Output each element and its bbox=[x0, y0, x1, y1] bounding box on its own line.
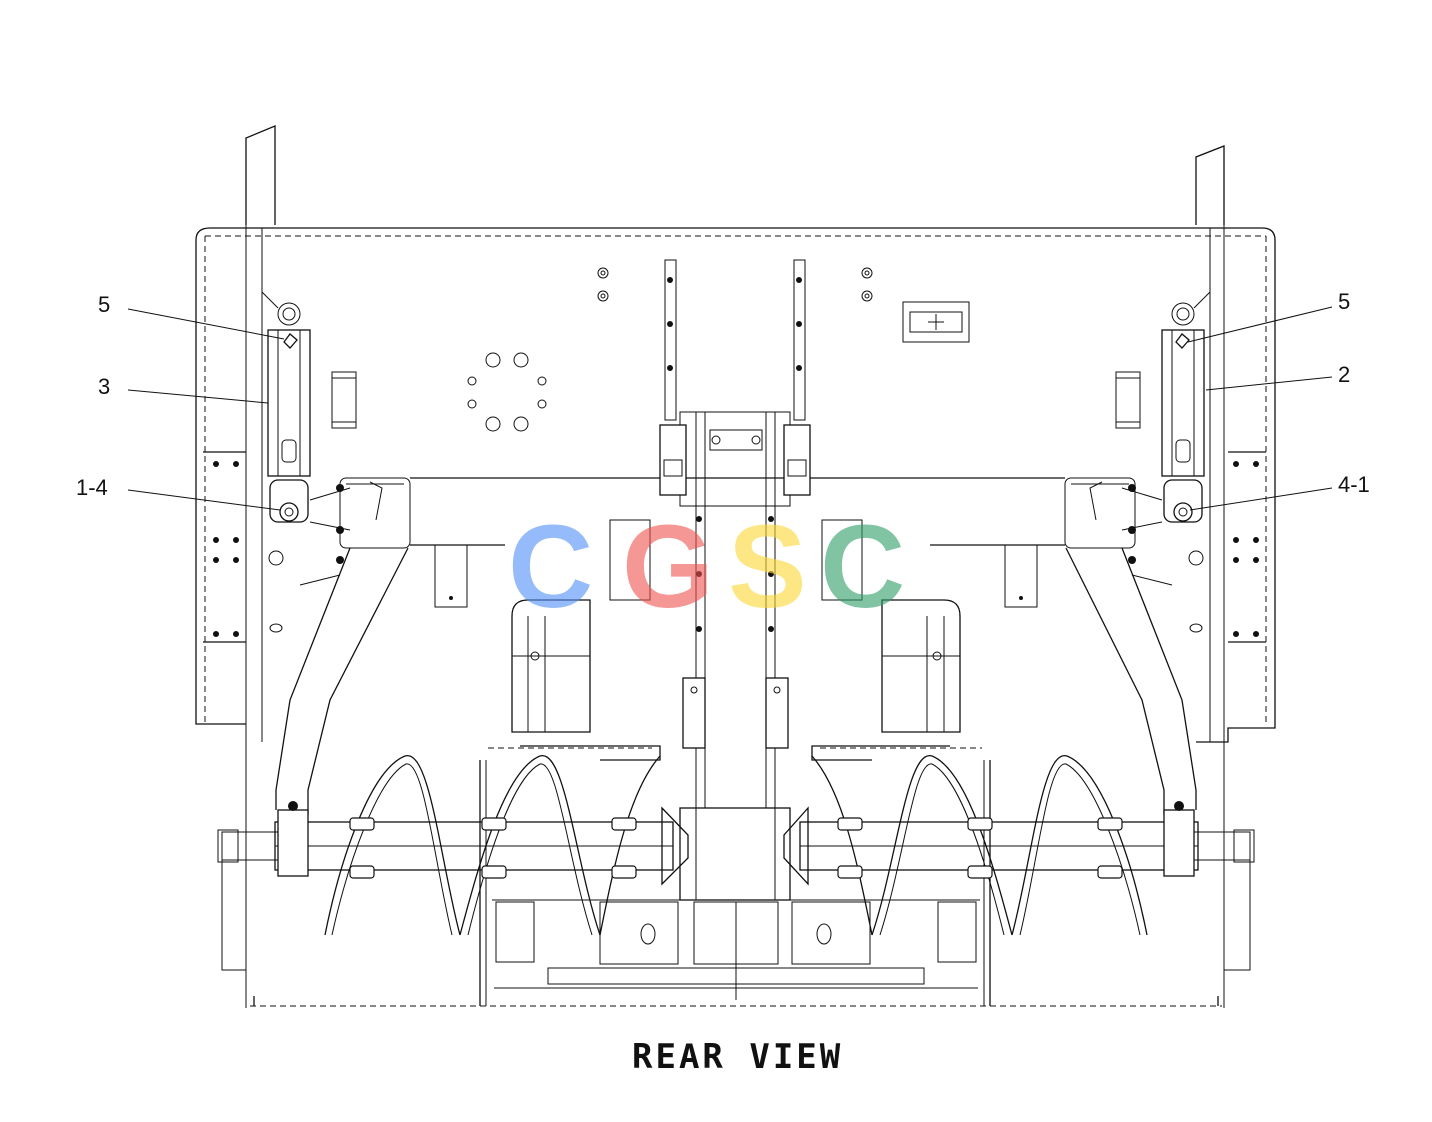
right-side-assembly bbox=[1064, 291, 1266, 815]
main-frame bbox=[195, 125, 1276, 1008]
left-side-assembly bbox=[203, 291, 411, 815]
callout-2-right: 2 bbox=[1338, 362, 1350, 387]
watermark-letter-s: S bbox=[728, 501, 807, 633]
callout-1-4-left: 1-4 bbox=[76, 475, 108, 500]
auger-assembly bbox=[217, 745, 1255, 1006]
lower-hoppers bbox=[511, 599, 961, 733]
watermark-letter-c2: C bbox=[820, 501, 905, 633]
watermark-letter-g: G bbox=[622, 501, 714, 633]
centre-column bbox=[434, 259, 1038, 808]
view-title: REAR VIEW bbox=[632, 1037, 843, 1077]
watermark-letter-c1: C bbox=[508, 501, 593, 633]
callout-4-1-right: 4-1 bbox=[1338, 472, 1370, 497]
callout-5-left: 5 bbox=[98, 292, 110, 317]
watermark-logo: C G S C bbox=[508, 501, 905, 633]
callout-labels: 5 3 1-4 5 2 4-1 bbox=[76, 289, 1370, 500]
plate-holes bbox=[331, 267, 1141, 432]
callout-5-right: 5 bbox=[1338, 289, 1350, 314]
callout-3-left: 3 bbox=[98, 374, 110, 399]
callout-leaders bbox=[127, 306, 1333, 511]
